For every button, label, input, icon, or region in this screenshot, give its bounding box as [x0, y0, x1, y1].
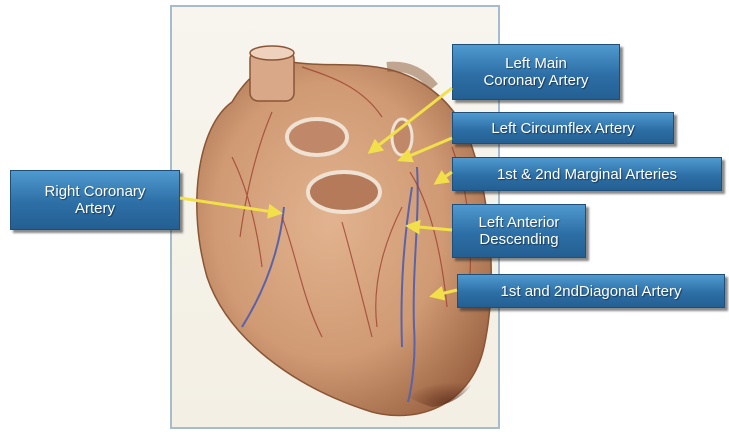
- left-main-line2: Coronary Artery: [483, 72, 588, 89]
- lad-line2: Descending: [479, 231, 558, 248]
- lad-line1: Left Anterior: [479, 214, 560, 231]
- vessel-opening: [392, 119, 412, 155]
- label-left-main-coronary-artery: Left Main Coronary Artery: [452, 44, 620, 100]
- label-left-anterior-descending: Left Anterior Descending: [452, 204, 586, 258]
- heart-illustration: [172, 7, 500, 429]
- right-coronary-line1: Right Coronary: [45, 183, 146, 200]
- aortic-opening: [308, 172, 380, 212]
- label-left-circumflex-artery: Left Circumflex Artery: [452, 112, 674, 144]
- label-diagonal-artery: 1st and 2ndDiagonal Artery: [457, 274, 725, 308]
- label-marginal-arteries: 1st & 2nd Marginal Arteries: [452, 157, 722, 191]
- right-coronary-line2: Artery: [75, 200, 115, 217]
- left-main-line1: Left Main: [505, 55, 567, 72]
- pulmonary-opening: [287, 119, 347, 155]
- label-right-coronary-artery: Right Coronary Artery: [10, 170, 180, 230]
- heart-illustration-frame: [170, 5, 500, 429]
